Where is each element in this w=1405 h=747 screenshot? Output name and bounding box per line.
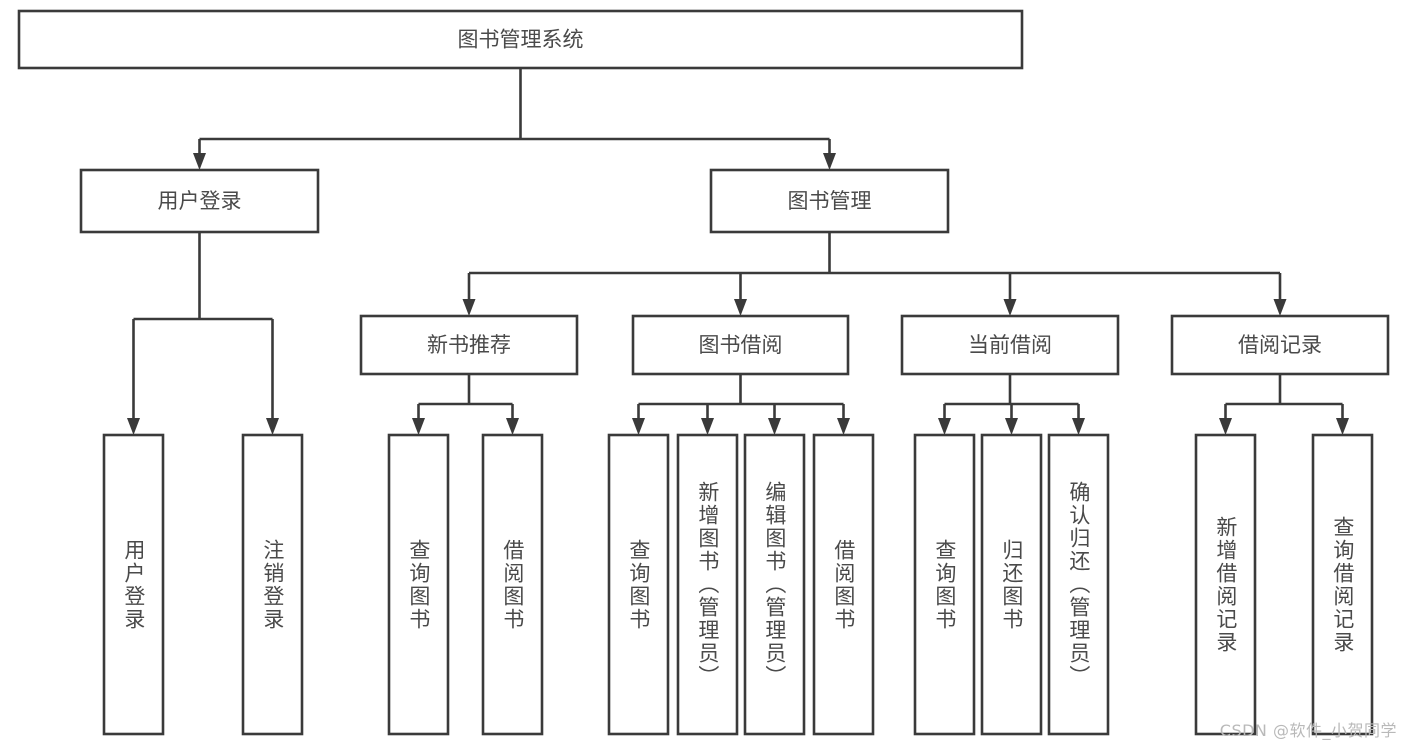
node-box-leaf-edit-book[interactable] bbox=[743, 433, 806, 736]
node-box-leaf-user-logout[interactable] bbox=[241, 433, 304, 736]
node-box-leaf-query-record[interactable] bbox=[1311, 433, 1374, 736]
node-label-new-book-rec: 新书推荐 bbox=[427, 333, 511, 357]
arrow-head-icon bbox=[938, 418, 951, 435]
node-box-leaf-borrow-book-rec[interactable] bbox=[481, 433, 544, 736]
node-box-leaf-borrow-book-bor[interactable] bbox=[812, 433, 875, 736]
arrow-head-icon bbox=[506, 418, 519, 435]
csdn-watermark: CSDN @软件_小贺同学 bbox=[1219, 721, 1397, 740]
node-box-leaf-query-book-bor[interactable] bbox=[607, 433, 670, 736]
arrow-head-icon bbox=[1003, 299, 1017, 316]
node-box-book-borrow[interactable] bbox=[631, 314, 850, 376]
arrow-head-icon bbox=[193, 153, 206, 170]
arrow-head-icon bbox=[127, 418, 140, 435]
node-box-new-book-rec[interactable] bbox=[359, 314, 579, 376]
arrow-head-icon bbox=[1273, 299, 1287, 316]
node-box-leaf-add-book[interactable] bbox=[676, 433, 739, 736]
node-box-root[interactable] bbox=[17, 9, 1024, 70]
arrow-head-icon bbox=[701, 418, 714, 435]
node-box-leaf-confirm-return[interactable] bbox=[1047, 433, 1110, 736]
node-box-leaf-user-login[interactable] bbox=[102, 433, 165, 736]
arrow-head-icon bbox=[1072, 418, 1085, 435]
arrow-head-icon bbox=[266, 418, 279, 435]
node-box-user-login[interactable] bbox=[79, 168, 320, 234]
node-label-user-login: 用户登录 bbox=[158, 189, 242, 213]
arrow-head-icon bbox=[837, 418, 850, 435]
node-label-root: 图书管理系统 bbox=[458, 28, 584, 52]
node-label-book-borrow: 图书借阅 bbox=[699, 333, 783, 357]
nodes-layer bbox=[17, 9, 1390, 736]
node-box-book-manage[interactable] bbox=[709, 168, 950, 234]
arrow-head-icon bbox=[1219, 418, 1232, 435]
arrow-head-icon bbox=[823, 153, 836, 170]
node-box-borrow-record[interactable] bbox=[1170, 314, 1390, 376]
edges-layer bbox=[127, 68, 1349, 435]
node-label-book-manage: 图书管理 bbox=[788, 189, 872, 213]
node-label-current-borrow: 当前借阅 bbox=[968, 333, 1052, 357]
node-box-leaf-return-book[interactable] bbox=[980, 433, 1043, 736]
node-box-leaf-query-book-cur[interactable] bbox=[913, 433, 976, 736]
node-box-current-borrow[interactable] bbox=[900, 314, 1120, 376]
arrow-head-icon bbox=[462, 299, 476, 316]
arrow-head-icon bbox=[1336, 418, 1349, 435]
arrow-head-icon bbox=[412, 418, 425, 435]
node-box-leaf-add-record[interactable] bbox=[1194, 433, 1257, 736]
node-box-leaf-query-book-rec[interactable] bbox=[387, 433, 450, 736]
arrow-head-icon bbox=[632, 418, 645, 435]
arrow-head-icon bbox=[1005, 418, 1018, 435]
arrow-head-icon bbox=[768, 418, 781, 435]
node-label-borrow-record: 借阅记录 bbox=[1238, 333, 1322, 357]
arrow-head-icon bbox=[734, 299, 747, 316]
